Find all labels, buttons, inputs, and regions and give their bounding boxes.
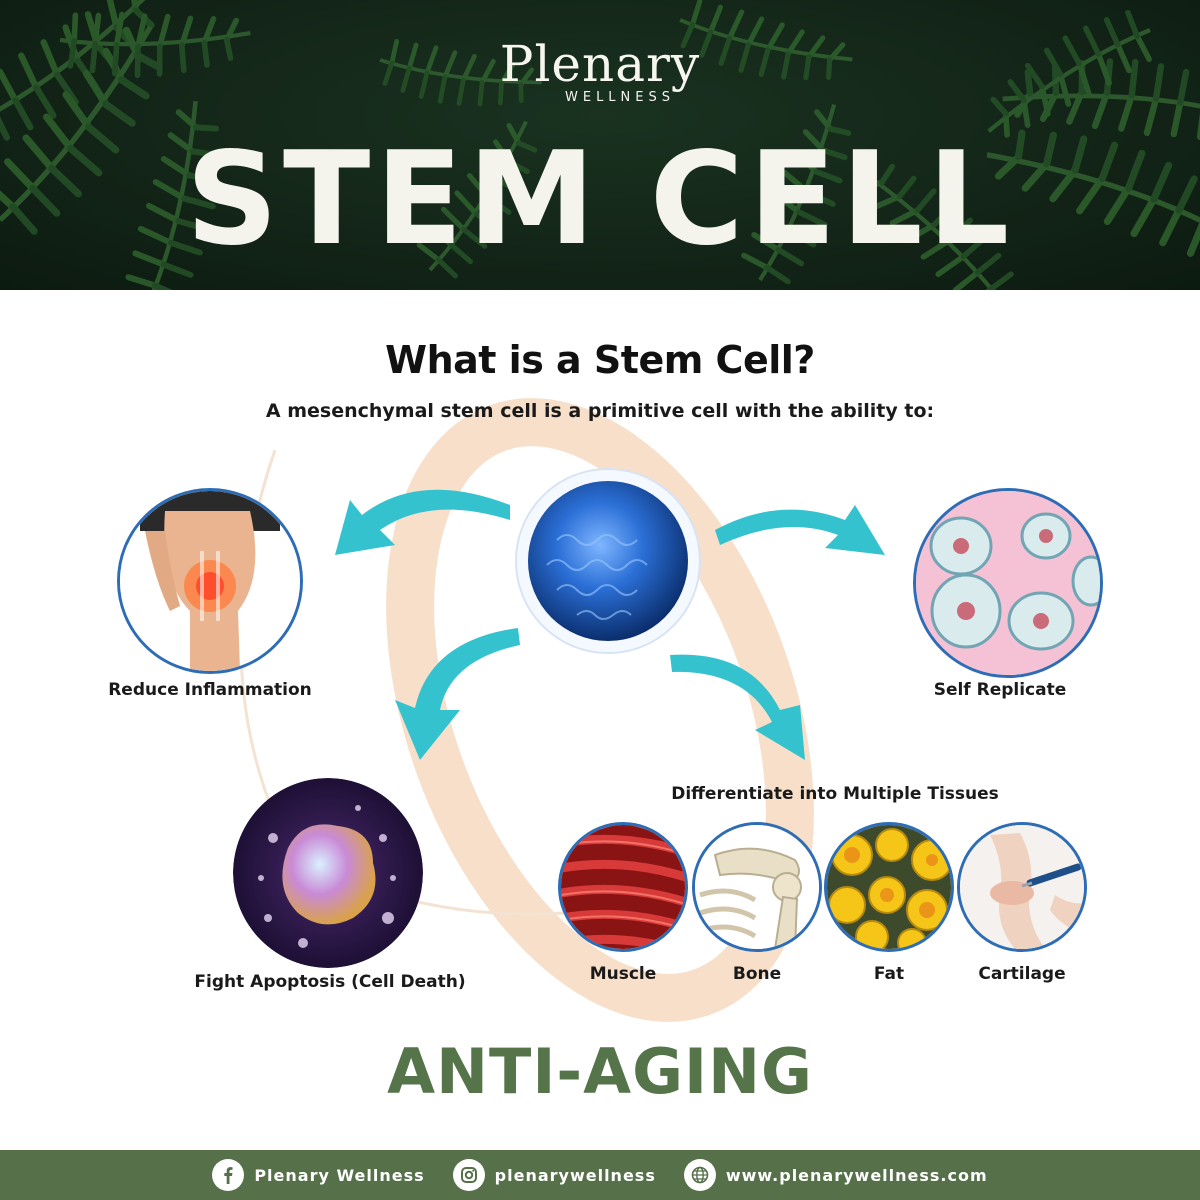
header-banner: Plenary WELLNESS STEM CELL — [0, 0, 1200, 290]
differentiate-label: Differentiate into Multiple Tissues — [671, 784, 999, 804]
facebook-icon — [212, 1159, 245, 1191]
website-label: www.plenarywellness.com — [725, 1165, 988, 1185]
arrow-left-icon — [335, 489, 510, 555]
self-replicate-label: Self Replicate — [933, 680, 1067, 700]
stem-cell-infographic: What is a Stem Cell? A mesenchymal stem … — [0, 290, 1200, 1140]
fight-apoptosis-image — [233, 778, 423, 968]
instagram-link[interactable]: plenarywellness — [452, 1159, 656, 1191]
website-link[interactable]: www.plenarywellness.com — [683, 1159, 988, 1191]
fat-image — [824, 822, 954, 952]
facebook-link[interactable]: Plenary Wellness — [212, 1159, 424, 1191]
instagram-label: plenarywellness — [494, 1165, 656, 1185]
brand-name: Plenary — [499, 35, 701, 93]
fern-background-icon — [0, 0, 1200, 290]
muscle-image — [558, 822, 688, 952]
arrow-right-icon — [715, 505, 885, 555]
footer-bar: Plenary Wellness plenarywellness www.ple… — [0, 1150, 1200, 1200]
infographic-title: What is a Stem Cell? — [385, 338, 815, 382]
globe-icon — [683, 1159, 716, 1191]
tissue-label-cartilage: Cartilage — [978, 964, 1066, 984]
facebook-label: Plenary Wellness — [254, 1165, 425, 1185]
arrows-group — [335, 489, 885, 760]
arrow-down-left-icon — [395, 628, 520, 760]
peach-ring-icon — [386, 398, 814, 1022]
reduce-inflammation-label: Reduce Inflammation — [108, 680, 312, 700]
infographic-subtitle: A mesenchymal stem cell is a primitive c… — [265, 400, 935, 422]
arrow-down-right-icon — [670, 654, 805, 760]
brand-subtitle: WELLNESS — [565, 90, 675, 105]
cartilage-image — [957, 822, 1087, 952]
bone-image — [692, 822, 822, 952]
tissue-label-muscle: Muscle — [589, 964, 657, 984]
hero-title: STEM CELL — [185, 125, 1015, 274]
instagram-icon — [452, 1159, 485, 1191]
brand-logo: Plenary WELLNESS — [0, 36, 1200, 105]
self-replicate-image — [913, 488, 1103, 678]
stem-cell-image — [515, 468, 701, 654]
tissue-label-fat: Fat — [873, 964, 905, 984]
fight-apoptosis-label: Fight Apoptosis (Cell Death) — [194, 972, 466, 992]
tagline: ANTI-AGING — [387, 1035, 813, 1108]
tissue-label-bone: Bone — [732, 964, 782, 984]
reduce-inflammation-image — [117, 488, 303, 674]
